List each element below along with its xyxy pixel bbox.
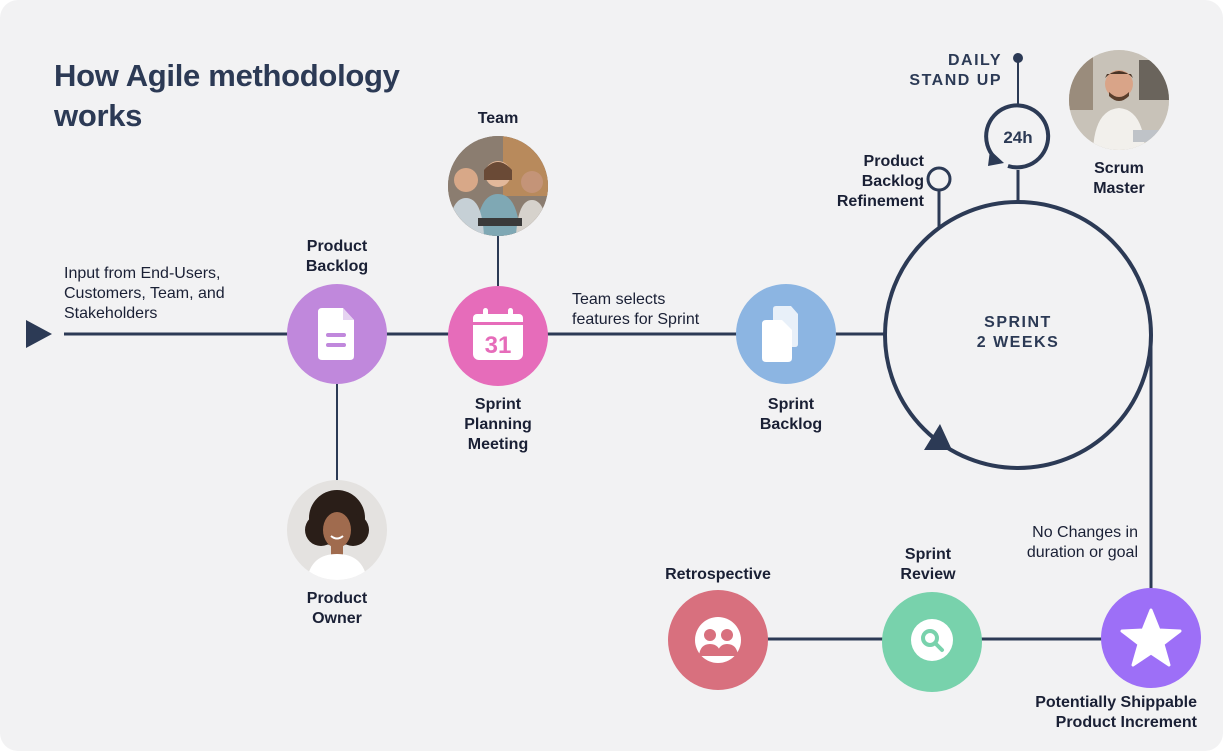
people-icon — [695, 617, 741, 663]
sprint-cycle-arrowhead — [924, 424, 952, 450]
sprint-planning-label: Sprint Planning Meeting — [464, 396, 532, 453]
retrospective-node — [668, 590, 768, 690]
product-owner-label: Product Owner — [306, 590, 368, 627]
calendar-day: 31 — [485, 332, 512, 359]
product-owner-avatar — [287, 480, 387, 580]
backlog-refinement-label: Product Backlog Refinement — [836, 153, 924, 210]
retrospective-label: Retrospective — [665, 566, 771, 583]
timer-arrowhead — [988, 150, 1004, 166]
start-arrow — [26, 320, 52, 348]
increment-label: Potentially Shippable Product Increment — [1035, 694, 1197, 731]
sprint-backlog-node — [736, 284, 836, 384]
increment-node — [1101, 588, 1201, 688]
timer-24h-label: 24h — [1003, 128, 1032, 147]
team-selects-text: Team selects features for Sprint — [572, 291, 700, 328]
product-backlog-node — [287, 284, 387, 384]
sprint-duration-label: SPRINT 2 WEEKS — [976, 314, 1060, 351]
star-icon — [1120, 608, 1182, 667]
scrum-master-avatar — [1069, 50, 1169, 150]
copy-icon — [762, 306, 798, 362]
search-icon — [911, 619, 953, 661]
refinement-pin-head — [926, 166, 952, 192]
calendar-icon: 31 — [473, 308, 523, 360]
document-icon — [318, 308, 354, 360]
scrum-master-label: Scrum Master — [1093, 160, 1145, 197]
product-backlog-label: Product Backlog — [305, 238, 369, 275]
sprint-review-label: Sprint Review — [900, 546, 956, 583]
page-title: How Agile methodology works — [54, 58, 400, 133]
team-label: Team — [477, 110, 519, 127]
sprint-backlog-label: Sprint Backlog — [759, 396, 823, 433]
input-text: Input from End-Users, Customers, Team, a… — [64, 265, 225, 322]
sprint-planning-node: 31 — [448, 286, 548, 386]
standup-pin-dot — [1013, 53, 1023, 63]
sprint-review-node — [882, 592, 982, 692]
no-changes-text: No Changes in duration or goal — [1026, 524, 1138, 561]
daily-standup-label: DAILY STAND UP — [909, 52, 1002, 89]
timer-24h-icon — [984, 103, 1051, 170]
team-avatar — [448, 136, 548, 236]
